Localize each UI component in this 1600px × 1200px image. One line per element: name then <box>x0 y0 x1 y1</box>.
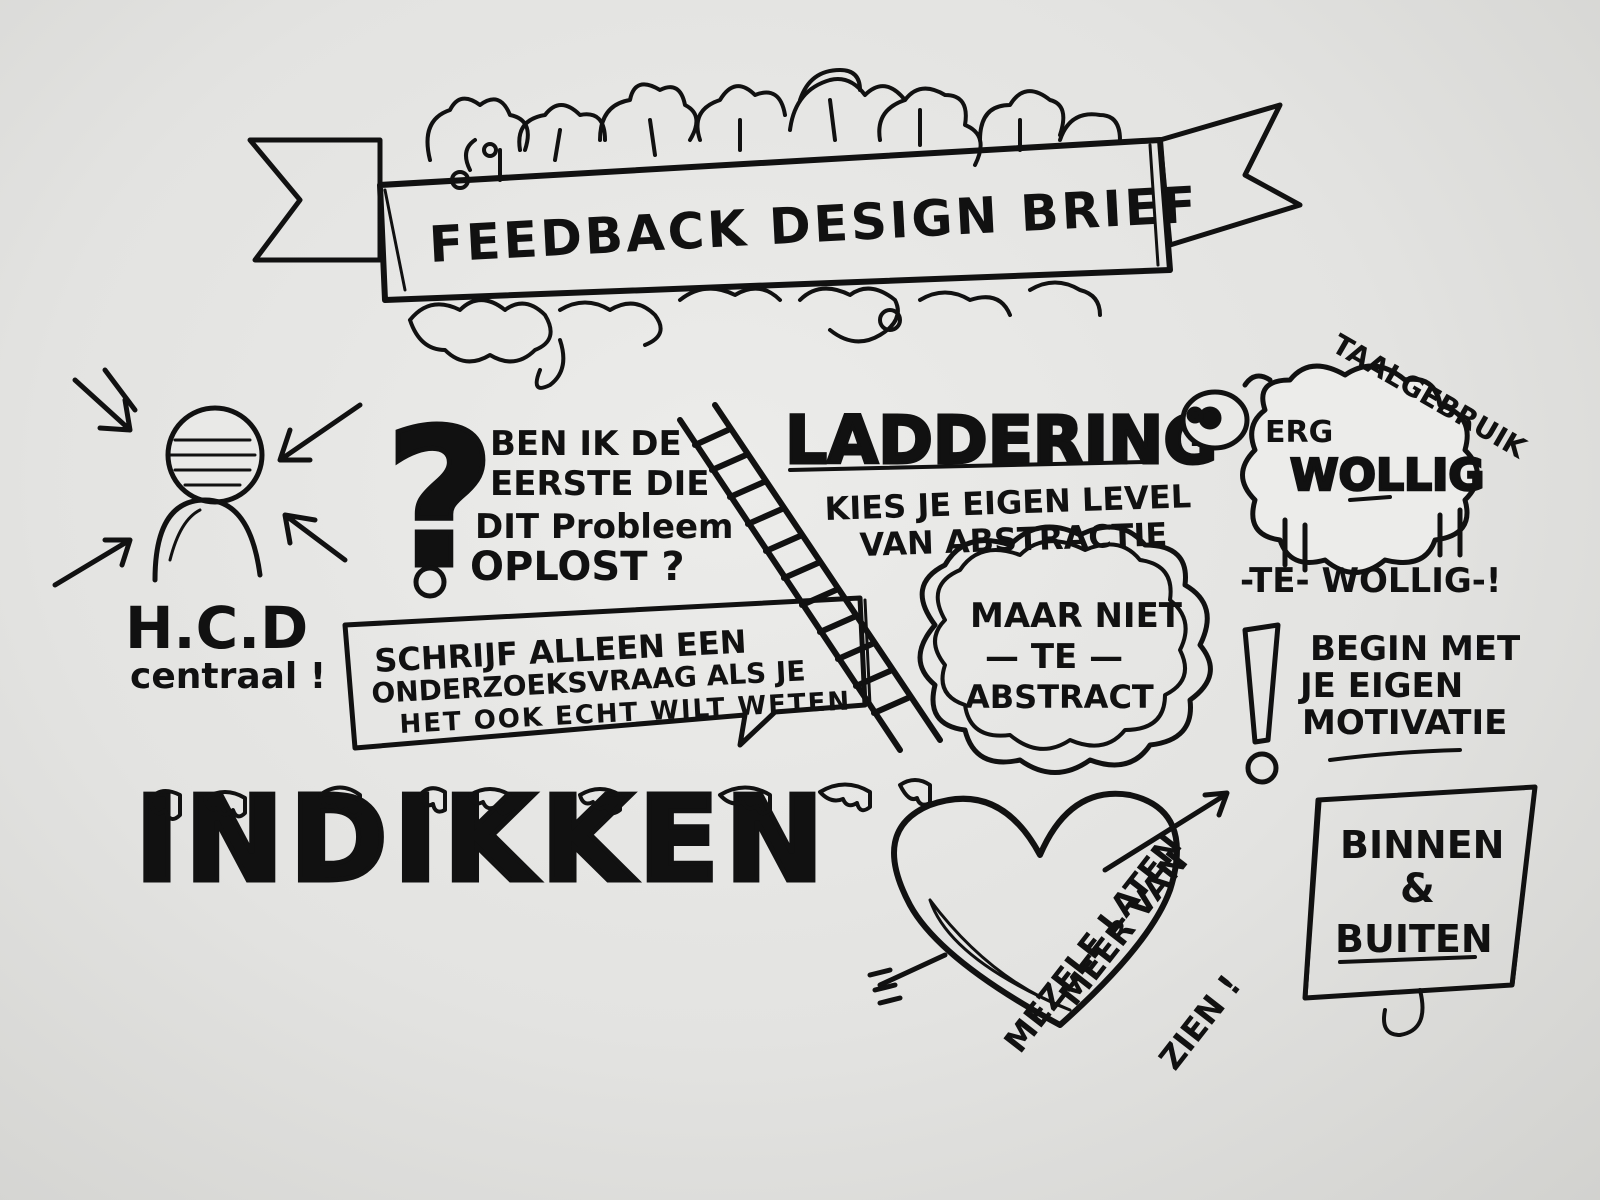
cloud-line-3: ABSTRACT <box>965 678 1154 716</box>
arrow-icon <box>867 790 1230 1006</box>
banner: FEEDBACK DESIGN BRIEF <box>247 68 1303 390</box>
person-icon <box>152 405 265 583</box>
hcd-section: H.C.D centraal ! <box>52 367 363 697</box>
sheep-footer: -TE- WOLLIG-! <box>1240 561 1501 601</box>
question-line-3: DIT Probleem <box>475 507 734 547</box>
sheep-line-1: ERG <box>1265 415 1333 450</box>
indikken-title: INDIKKEN <box>135 770 830 908</box>
question-section: ? BEN IK DE EERSTE DIE DIT Probleem OPLO… <box>383 387 734 613</box>
exclaim-line-1: BEGIN MET <box>1310 629 1521 669</box>
arrow-icons <box>52 367 363 588</box>
banner-title: FEEDBACK DESIGN BRIEF <box>428 176 1201 274</box>
heart-line-2: MEZELF LATEN <box>996 827 1189 1059</box>
sign-line-1: BINNEN <box>1340 823 1504 867</box>
question-line-1: BEN IK DE <box>490 424 682 464</box>
speech-box: SCHRIJF ALLEEN EEN ONDERZOEKSVRAAG ALS J… <box>342 595 872 751</box>
sheep-line-2: WOLLIG <box>1290 450 1485 501</box>
sheep-section: TAALGEBRUIK ERG WOLLIG -TE- WOLLIG-! <box>1180 327 1533 601</box>
exclaim-section: BEGIN MET JE EIGEN MOTIVATIE <box>1242 622 1521 785</box>
exclaim-line-3: MOTIVATIE <box>1302 703 1507 743</box>
laddering-section: LADDERING KIES JE EIGEN LEVEL VAN ABSTRA… <box>784 401 1220 564</box>
sheep-icon <box>1180 363 1480 575</box>
sign-section: BINNEN & BUITEN <box>1302 784 1538 1037</box>
indikken-section: INDIKKEN <box>133 768 932 911</box>
exclaim-line-2: JE EIGEN <box>1298 666 1463 706</box>
cloud-line-2: — TE — <box>985 637 1123 677</box>
flower-decoration-bottom <box>408 280 1102 390</box>
flower-decoration-top <box>425 68 1122 190</box>
sign-line-3: BUITEN <box>1335 917 1493 961</box>
question-line-4: OPLOST ? <box>470 544 685 590</box>
heart-line-3: ZIEN ! <box>1151 967 1248 1077</box>
cloud-section: MAAR NIET — TE — ABSTRACT <box>917 524 1213 775</box>
hcd-subtitle: centraal ! <box>130 656 326 697</box>
hcd-title: H.C.D <box>125 594 308 662</box>
sign-line-2: & <box>1400 866 1435 912</box>
drip-decoration <box>148 778 932 821</box>
cloud-line-1: MAAR NIET <box>970 596 1183 636</box>
question-line-2: EERSTE DIE <box>490 464 709 504</box>
heart-icon <box>891 790 1180 1028</box>
heart-section: MEER VAN MEZELF LATEN ZIEN ! <box>867 790 1249 1077</box>
